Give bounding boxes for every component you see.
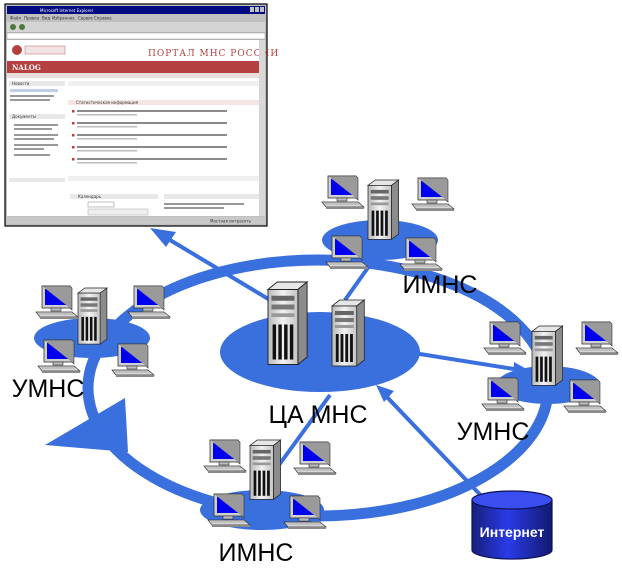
portal-title: ПОРТАЛ МНС РОССИИ [148, 49, 279, 59]
emblem-icon [12, 45, 22, 55]
center-label: ЦА МНС [268, 401, 367, 429]
menu-item[interactable]: Сервис [78, 16, 93, 21]
workstation-icon [481, 377, 525, 412]
browser-statusbar [7, 217, 265, 224]
calendar-title: Календарь [78, 194, 102, 199]
server-icon [531, 325, 564, 386]
news-title: Новости [12, 81, 30, 86]
right-label: УМНС [457, 418, 530, 446]
browser-window: Microsoft Internet Explorer Файл Правка … [4, 3, 279, 227]
workstation-icon [575, 321, 619, 356]
internet-cylinder-icon [471, 490, 553, 560]
workstation-icon [563, 379, 607, 414]
menu-item[interactable]: Избранное [52, 16, 75, 21]
browser-title: Microsoft Internet Explorer [40, 8, 94, 13]
workstation-icon [207, 493, 251, 528]
server-icon [77, 287, 108, 345]
ring-arrow-left [45, 398, 128, 452]
status-text: Местная интрасеть [210, 219, 252, 224]
top-right-label: ИМНС [403, 271, 478, 299]
workstation-icon [37, 339, 81, 374]
link-arrows [150, 228, 532, 507]
browser-toolbar [7, 22, 265, 32]
workstation-icon [35, 285, 79, 320]
address-bar[interactable] [6, 32, 266, 40]
left-label: УМНС [12, 375, 85, 403]
workstation-icon [399, 237, 443, 272]
menu-item[interactable]: Вид [42, 16, 50, 21]
server-icon [367, 179, 400, 240]
hub-center [220, 312, 420, 392]
menu-item[interactable]: Файл [10, 16, 21, 21]
section-title: Статистическая информация [76, 100, 139, 105]
bottom-label: ИМНС [219, 539, 294, 567]
workstation-icon [293, 441, 337, 476]
workstation-icon [411, 177, 455, 212]
workstation-icon [283, 495, 327, 530]
workstation-icon [127, 285, 171, 320]
browser-menubar: Файл Правка Вид Избранное Сервис Справка [10, 16, 112, 21]
documents-title: Документы [12, 114, 36, 119]
workstation-icon [483, 321, 527, 356]
portal-banner [7, 61, 265, 73]
workstation-icon [325, 235, 369, 270]
internet-label: Интернет [480, 524, 545, 540]
logo-text: NALOG [12, 63, 41, 72]
workstation-icon [111, 343, 155, 378]
workstation-icon [321, 175, 365, 210]
workstation-icon [203, 439, 247, 474]
server-icon [267, 281, 308, 366]
browser-titlebar [7, 6, 265, 14]
menu-item[interactable]: Справка [94, 16, 112, 21]
server-icon [331, 299, 365, 367]
menu-item[interactable]: Правка [24, 16, 40, 21]
server-icon [249, 439, 282, 500]
